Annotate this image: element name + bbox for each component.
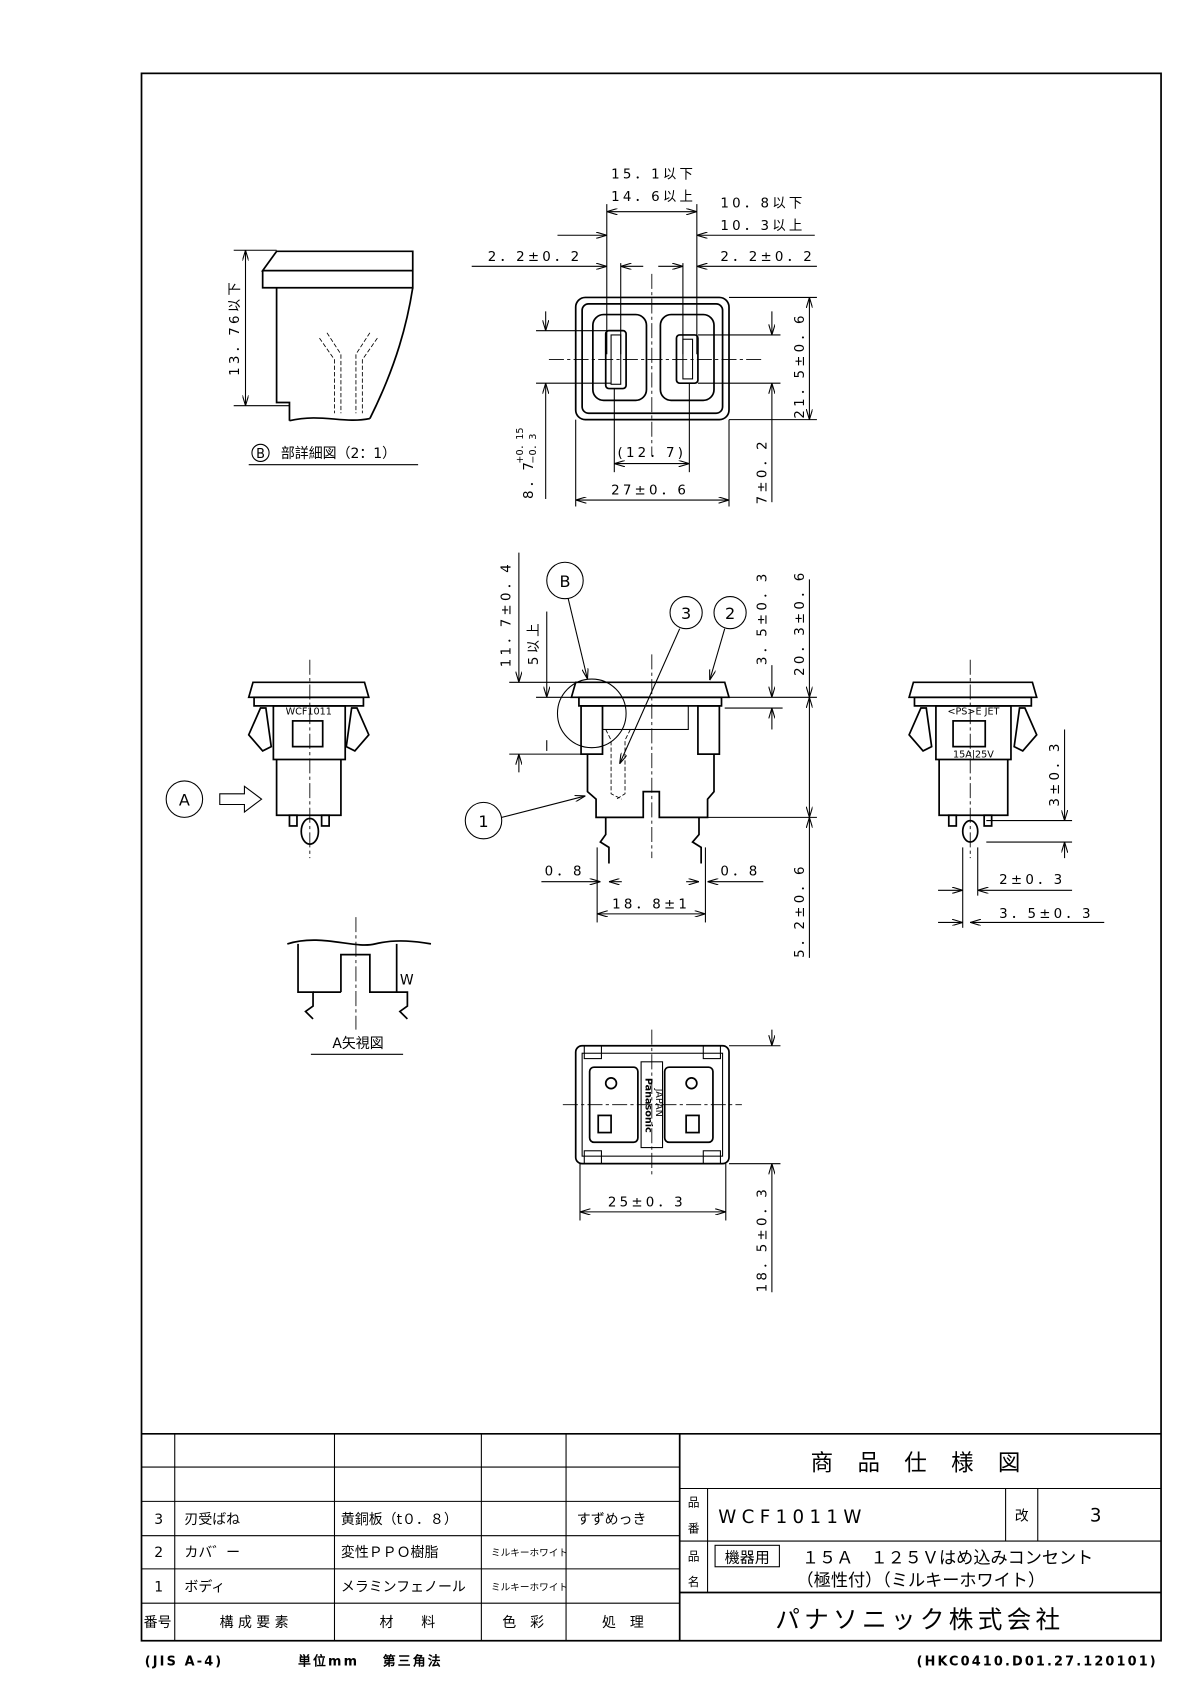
dim-height: 21．5±0．6 <box>793 312 808 418</box>
parts-row-2: 2 カバ゛ー 変性ＰＰＯ樹脂 ミルキーホワイト <box>154 1544 568 1561</box>
right-side-view: <PS>E JET 15A|25V 3±0．3 2±0．3 3．5±0．3 <box>907 659 1105 928</box>
part-name: ボディ <box>184 1578 225 1595</box>
detail-b-marker <box>251 443 270 462</box>
dim-width: 27±0．6 <box>611 484 689 499</box>
projection-label: 第三角法 <box>383 1653 443 1669</box>
part-no: 3 <box>154 1512 163 1528</box>
revision-number: 3 <box>1090 1506 1102 1527</box>
view-a-marker-label: A <box>179 791 190 810</box>
right-view-marking-top: <PS>E JET <box>947 706 999 717</box>
view-a-arrow-icon <box>219 785 263 814</box>
parts-row-3: 3 刃受ばね 黄銅板（t０．８） すずめっき <box>154 1512 646 1528</box>
left-side-view: WCF1011 A <box>165 659 370 859</box>
product-category: 機器用 <box>725 1548 770 1566</box>
dim-outer-max: 15．1以下 <box>611 167 696 182</box>
dim-front-flange: 3．5±0．3 <box>756 571 771 666</box>
dim-front-terminal-span: 18．8±1 <box>612 898 690 913</box>
title-block: 3 刃受ばね 黄銅板（t０．８） すずめっき 2 カバ゛ー 変性ＰＰＯ樹脂 ミル… <box>141 1432 1162 1641</box>
dim-slot-tol-plus: +0．15 <box>515 428 526 464</box>
dim-inner-max: 10．8以下 <box>720 196 805 211</box>
dim-front-right-thickness: 0．8 <box>720 864 760 879</box>
part-name: カバ゛ー <box>184 1545 240 1561</box>
document-code: (HKC0410.D01.27.120101) <box>917 1654 1158 1669</box>
callout-1 <box>464 801 503 840</box>
dim-slot-tol-minus: −0．3 <box>528 434 539 464</box>
dim-bottom-depth: 18．5±0．3 <box>756 1186 771 1292</box>
bottom-view-origin: JAPAN <box>653 1088 664 1117</box>
part-material: メラミンフェノール <box>341 1579 466 1595</box>
product-name-line-1: １５Ａ １２５Ｖはめ込みコンセント <box>802 1549 1093 1569</box>
part-material: 変性ＰＰＯ樹脂 <box>341 1544 439 1561</box>
dim-front-left-thickness: 0．8 <box>545 864 585 879</box>
bottom-view-brand: Panasonic <box>642 1078 653 1133</box>
drawing-title: 商 品 仕 様 図 <box>811 1450 1029 1476</box>
part-material: 黄銅板（t０．８） <box>341 1512 458 1528</box>
part-no: 2 <box>154 1545 163 1561</box>
callout-3-label: 3 <box>681 604 691 623</box>
front-view: 11．7±0．4 5以上 3．5±0．3 20．3±0．6 5．2±0．6 0．… <box>464 552 817 958</box>
callout-2 <box>713 595 747 630</box>
dim-slot-height: 8．7 <box>522 459 537 499</box>
view-a-title: A矢視図 <box>332 1036 383 1052</box>
name-label-2: 名 <box>688 1575 700 1589</box>
dim-pin-height: 3±0．3 <box>1048 740 1063 806</box>
dim-pin-offset: 3．5±0．3 <box>999 907 1094 922</box>
top-view: 15．1以下 14．6以上 10．8以下 10．3以上 2．2±0．2 2．2±… <box>471 167 817 507</box>
header-name: 構 成 要 素 <box>220 1615 289 1631</box>
part-no: 1 <box>154 1579 163 1595</box>
view-a: W A矢視図 <box>287 917 432 1055</box>
dim-front-body: 20．3±0．6 <box>793 570 808 676</box>
header-material: 材 料 <box>380 1615 436 1631</box>
name-label-1: 品 <box>688 1549 700 1563</box>
header-color: 色 彩 <box>502 1614 544 1631</box>
product-name-line-2: （極性付）（ミルキーホワイト） <box>797 1571 1046 1591</box>
callout-3 <box>669 595 703 630</box>
part-name: 刃受ばね <box>184 1512 240 1528</box>
dim-front-total: 11．7±0．4 <box>499 561 514 667</box>
revision-label: 改 <box>1015 1509 1029 1525</box>
bottom-view: Panasonic JAPAN 25±0．3 18．5±0．3 <box>562 1029 781 1293</box>
part-finish: すずめっき <box>577 1512 647 1528</box>
dim-inner-min: 10．3以上 <box>720 218 805 234</box>
parts-row-1: 1 ボディ メラミンフェノール ミルキーホワイト <box>154 1578 568 1595</box>
unit-label: 単位mm <box>298 1653 359 1669</box>
part-no-label-2: 番 <box>688 1521 700 1535</box>
callout-1-label: 1 <box>478 812 488 831</box>
detail-b-view: 13．76以下 B 部詳細図（2：1） <box>228 249 419 466</box>
parts-header-row: 番号 構 成 要 素 材 料 色 彩 処 理 <box>144 1614 644 1631</box>
detail-b-height-dim: 13．76以下 <box>228 279 243 376</box>
dim-pitch: (12．7) <box>618 446 687 461</box>
view-a-marker <box>165 780 204 818</box>
dim-bottom-width: 25±0．3 <box>608 1196 686 1211</box>
part-number: WCF1011W <box>718 1507 866 1528</box>
dim-blade-right: 2．2±0．2 <box>720 250 815 265</box>
detail-b-letter: B <box>256 447 265 462</box>
callout-b <box>546 561 584 600</box>
dim-blade-left: 2．2±0．2 <box>488 250 583 265</box>
part-no-label-1: 品 <box>688 1496 700 1510</box>
dim-center: 7±0．2 <box>756 438 771 504</box>
paper-size: (JIS A-4) <box>145 1654 224 1669</box>
detail-b-title: 部詳細図（2：1） <box>281 446 396 462</box>
part-color: ミルキーホワイト <box>491 1582 568 1593</box>
dim-outer-min: 14．6以上 <box>611 189 696 205</box>
callout-2-label: 2 <box>725 604 735 623</box>
callout-b-label: B <box>559 572 570 591</box>
company-name: パナソニック株式会社 <box>775 1605 1064 1634</box>
dim-pin-width: 2±0．3 <box>999 873 1065 888</box>
header-no: 番号 <box>144 1615 172 1631</box>
drawing-frame <box>140 72 1162 1642</box>
view-a-mark: W <box>400 973 414 989</box>
footer: (JIS A-4) 単位mm 第三角法 (HKC0410.D01.27.1201… <box>145 1653 1158 1669</box>
right-view-marking-bottom: 15A|25V <box>953 749 994 760</box>
dim-front-terminal: 5．2±0．6 <box>793 863 808 958</box>
header-finish: 処 理 <box>602 1615 644 1631</box>
part-color: ミルキーホワイト <box>491 1548 568 1559</box>
left-view-marking: WCF1011 <box>286 706 332 717</box>
dim-front-min: 5以上 <box>526 620 542 665</box>
